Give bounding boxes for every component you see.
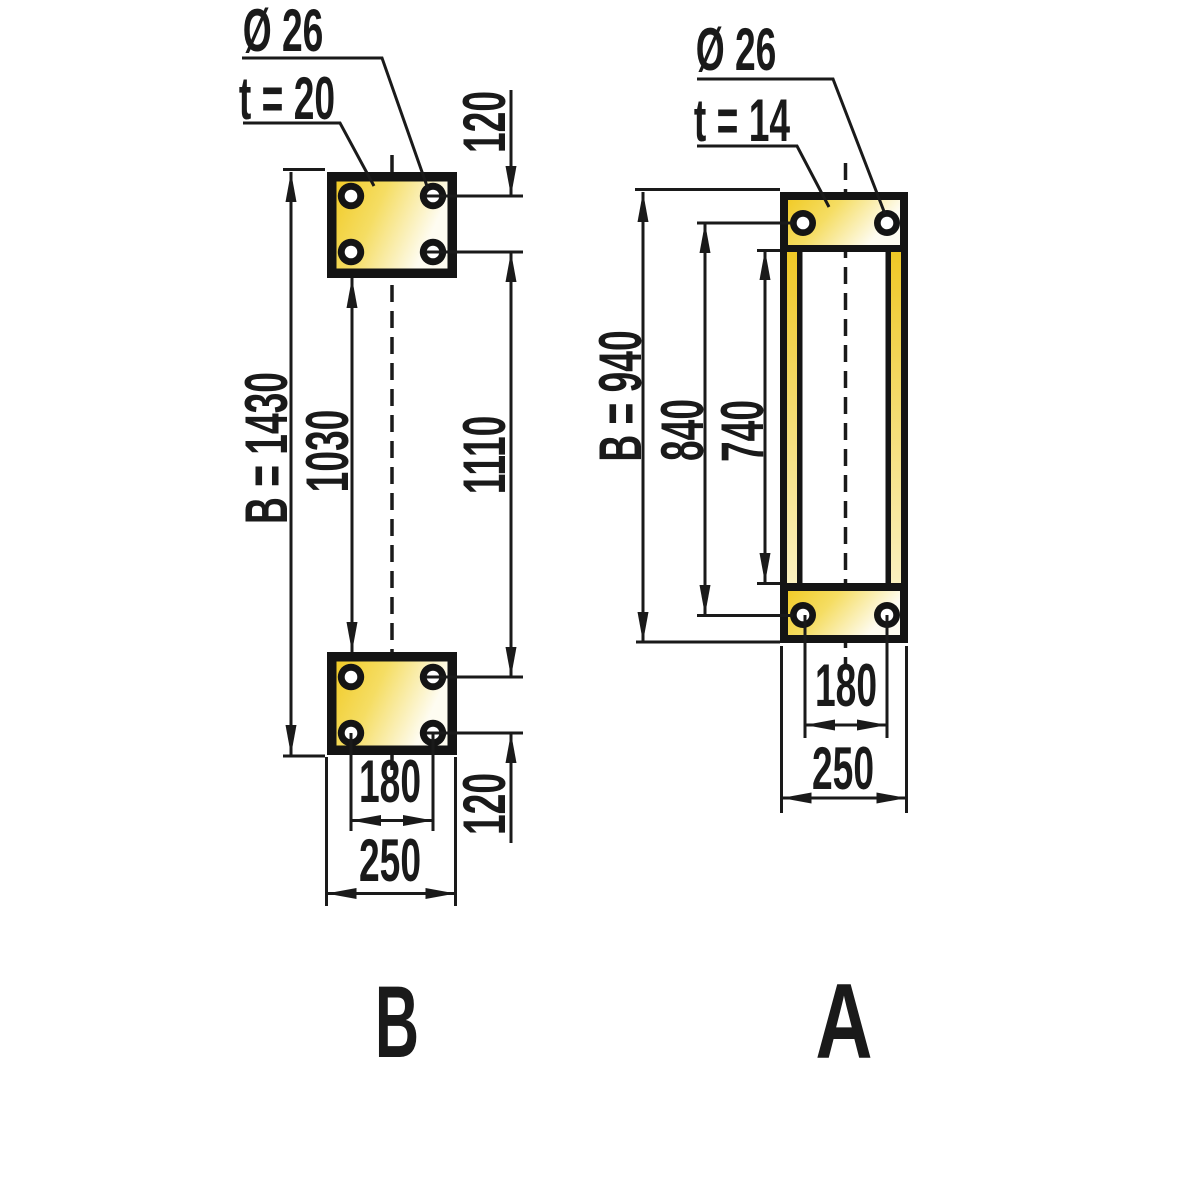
arrowhead-up	[637, 192, 649, 222]
bolt-hole-center	[344, 189, 358, 203]
arrowhead-left	[326, 888, 357, 899]
right-post-outer-edge	[901, 252, 908, 583]
dim-label-plate-gap: 740	[709, 400, 776, 462]
arrowhead-down	[759, 553, 771, 583]
dim-label-hole-spacing: 180	[359, 748, 421, 815]
view-a-dim-hole-spacing: 180	[803, 615, 889, 738]
view-a-thickness-leader-line	[697, 144, 831, 208]
bolt-hole	[790, 602, 816, 628]
arrowhead-down	[346, 622, 358, 652]
view-b-dim-plate-width: 250	[325, 757, 457, 906]
bolt-hole-center	[796, 608, 810, 622]
arrowhead-right	[876, 792, 907, 804]
dim-label-hole-spacing: 180	[815, 652, 877, 719]
right-post-face	[891, 252, 901, 583]
view-a-bolt-holes	[790, 210, 900, 628]
view-a-thickness-label: t = 14	[694, 87, 790, 154]
arrowhead-up	[346, 278, 358, 308]
view-b-letter: B	[375, 965, 419, 1079]
arrowhead-up	[699, 223, 711, 253]
view-a-dim-plate-gap: 740	[709, 249, 780, 585]
bolt-hole	[337, 663, 365, 691]
arrowhead-down	[285, 725, 297, 755]
view-a-dim-hole-row-span: 840	[649, 221, 793, 617]
view-b-dim-hole-row-span: 1110	[426, 250, 523, 679]
bolt-hole-center	[344, 670, 358, 684]
arrowhead-left	[781, 792, 812, 804]
arrowhead-down	[505, 166, 517, 196]
left-post-face	[787, 252, 797, 583]
arrowhead-left	[805, 719, 835, 731]
view-a-hole-diameter-label: Ø 26	[696, 16, 777, 83]
dim-label-plate-gap: 1030	[294, 410, 361, 493]
view-a-posts	[780, 252, 908, 583]
arrowhead-right	[425, 888, 456, 899]
arrowhead-up	[505, 252, 517, 282]
bolt-hole-center	[796, 216, 810, 230]
dim-label-overall-height: B = 940	[587, 330, 654, 461]
dim-label-plate-width: 250	[359, 827, 421, 894]
dim-label-hole-row-span: 1110	[451, 416, 518, 495]
arrowhead-right	[857, 719, 887, 731]
view-b-diameter-leader-line	[242, 56, 430, 190]
view-b-thickness-label: t = 20	[239, 65, 335, 132]
bolt-hole	[790, 210, 816, 236]
arrowhead-down	[637, 612, 649, 642]
arrowhead-down	[505, 647, 517, 677]
bolt-hole	[874, 210, 900, 236]
bolt-hole-center	[344, 245, 358, 259]
view-a-dim-overall-height: B = 940	[587, 188, 780, 644]
view-a-letter: A	[815, 961, 872, 1080]
bolt-hole	[337, 238, 365, 266]
bolt-hole	[337, 182, 365, 210]
arrowhead-right	[403, 815, 433, 826]
arrowhead-down	[699, 585, 711, 615]
dim-label-overall-height: B = 1430	[233, 372, 300, 524]
arrowhead-up	[505, 733, 517, 763]
view-a: Ø 26 t = 14 B = 940 840	[587, 16, 908, 1081]
view-b-thickness-leader-line	[243, 121, 376, 187]
view-b-dim-overall-height: B = 1430	[233, 168, 325, 758]
view-b-dim-hole-spacing: 180	[349, 733, 435, 831]
dim-label-plate-width: 250	[812, 735, 874, 802]
view-a-diameter-leader-line	[697, 77, 887, 215]
arrowhead-left	[351, 815, 381, 826]
dim-label-hole-row-span: 840	[649, 399, 716, 461]
bolt-hole-center	[880, 216, 894, 230]
arrowhead-up	[285, 172, 297, 202]
view-b: Ø 26 t = 20 B = 1430 1030 120	[233, 0, 523, 1079]
view-b-dim-hole-offset-top: 120	[426, 90, 523, 198]
view-a-dim-plate-width: 250	[780, 646, 908, 813]
view-b-hole-diameter-label: Ø 26	[243, 0, 324, 64]
view-b-dim-hole-offset-bottom: 120	[426, 731, 523, 843]
left-post-outer-edge	[780, 252, 787, 583]
dim-label-hole-offset-bottom: 120	[451, 773, 518, 835]
view-b-dim-plate-gap: 1030	[294, 278, 361, 652]
left-post-inner-edge	[797, 252, 803, 583]
right-post-inner-edge	[885, 252, 891, 583]
dim-label-hole-offset-top: 120	[451, 91, 518, 153]
arrowhead-up	[759, 250, 771, 280]
